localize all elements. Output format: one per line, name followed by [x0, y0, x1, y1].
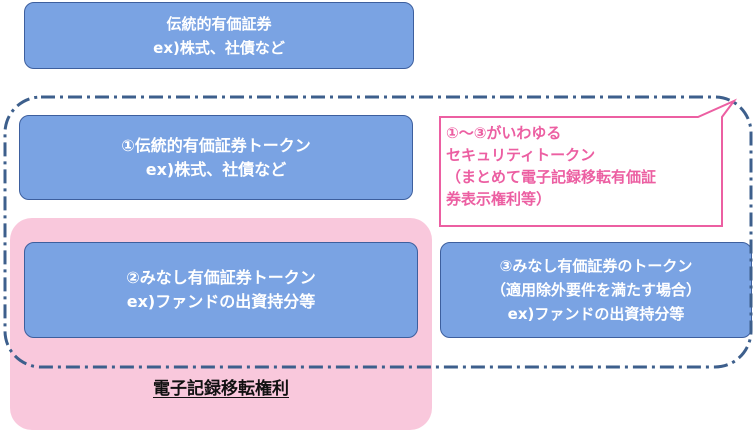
traditional-securities-title: 伝統的有価証券: [166, 14, 272, 33]
token-2-box: ②みなし有価証券トークン ex)ファンドの出資持分等: [24, 242, 418, 338]
token-3-example: ex)ファンドの出資持分等: [507, 305, 685, 323]
callout-line-1: ①～③がいわゆる: [446, 124, 562, 142]
token-1-title: ①伝統的有価証券トークン: [121, 135, 311, 155]
token-1-box: ①伝統的有価証券トークン ex)株式、社債など: [19, 115, 413, 200]
token-3-condition: （適用除外要件を満たす場合）: [490, 281, 701, 299]
callout-bubble: [439, 98, 738, 227]
callout-line-2: セキュリティトークン: [446, 146, 596, 164]
traditional-securities-example: ex)株式、社債など: [153, 38, 285, 57]
token-2-title: ②みなし有価証券トークン: [126, 268, 316, 287]
token-3-box: ③みなし有価証券のトークン （適用除外要件を満たす場合） ex)ファンドの出資持…: [440, 242, 752, 338]
callout-text: ①～③がいわゆる セキュリティトークン （まとめて電子記録移転有価証 券表示権利…: [446, 122, 716, 210]
callout-line-4: 券表示権利等）: [446, 190, 552, 208]
electronic-transfer-rights-label: 電子記録移転権利: [10, 374, 432, 399]
token-1-example: ex)株式、社債など: [145, 159, 287, 179]
token-2-example: ex)ファンドの出資持分等: [126, 292, 316, 311]
electronic-transfer-rights-text: 電子記録移転権利: [153, 379, 289, 399]
security-token-group-outline: [3, 95, 753, 369]
traditional-securities-box: 伝統的有価証券 ex)株式、社債など: [24, 2, 414, 69]
callout-line-3: （まとめて電子記録移転有価証: [446, 168, 657, 186]
token-3-title: ③みなし有価証券のトークン: [499, 257, 693, 275]
